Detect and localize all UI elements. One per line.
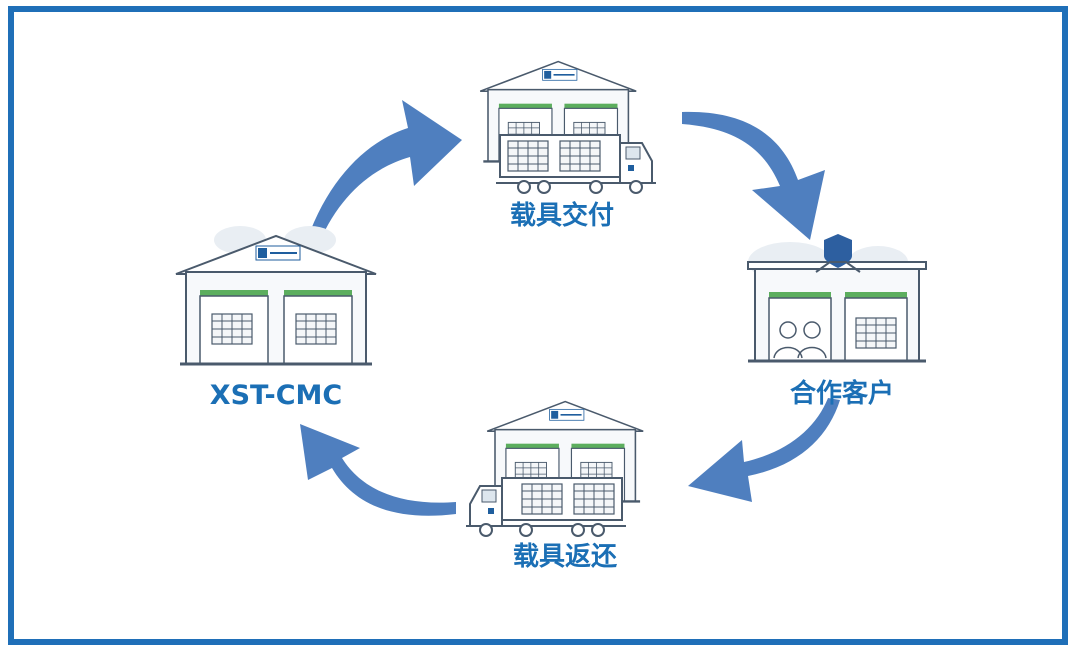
bottom-node-warehouse-truck-icon (466, 402, 643, 536)
right-node-label: 合作客户 (790, 378, 894, 409)
cycle-arrow-3 (688, 398, 840, 502)
top-node-warehouse-truck-icon (480, 62, 656, 193)
right-node-customer-warehouse-icon (747, 234, 927, 363)
cycle-arrow-1 (307, 100, 462, 243)
top-node-label: 载具交付 (510, 200, 614, 231)
cycle-arrow-4 (300, 424, 456, 516)
cycle-arrow-2 (682, 111, 825, 241)
left-node-warehouse-icon (176, 226, 376, 364)
bottom-node-label: 载具返还 (513, 542, 618, 572)
left-node-label: XST-CMC (210, 380, 342, 411)
